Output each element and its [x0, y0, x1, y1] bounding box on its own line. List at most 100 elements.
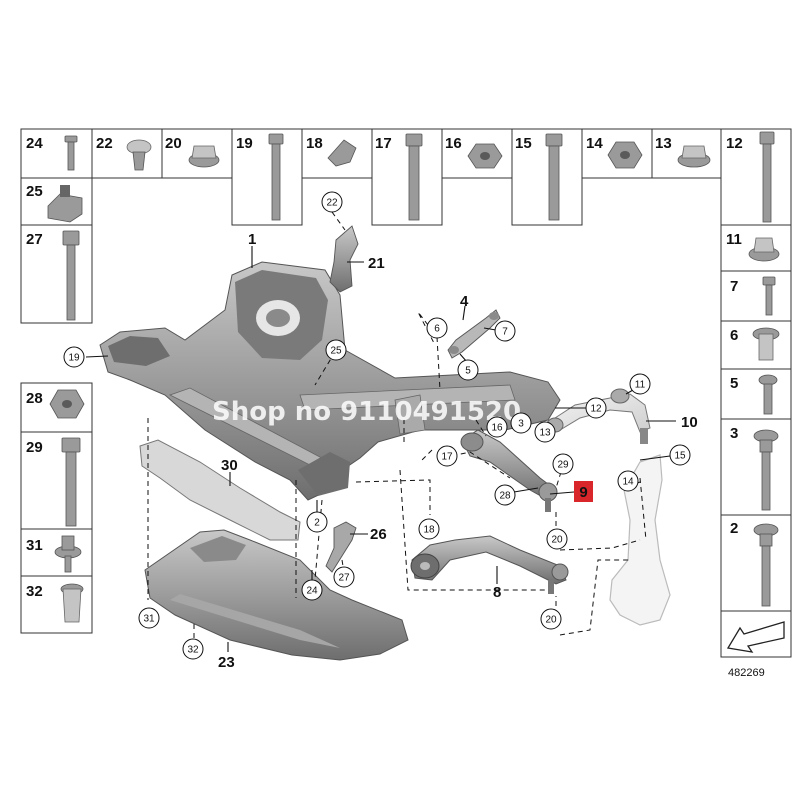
callout-circle	[540, 608, 562, 630]
callout-29: 29	[557, 460, 569, 471]
callout-circle	[321, 191, 343, 213]
strut-bushing	[489, 312, 499, 320]
callout-7: 7	[502, 327, 508, 338]
hardware-box-24: 24	[20, 128, 93, 179]
callout-circle	[333, 566, 355, 588]
reference-number: 482269	[728, 667, 765, 679]
callout-circle	[63, 346, 85, 368]
hardware-box-label: 16	[445, 135, 462, 152]
hardware-box-13: 13	[651, 128, 722, 179]
underbody-shield	[144, 529, 409, 661]
callout-11: 11	[635, 380, 646, 391]
callout-6: 6	[434, 324, 440, 335]
callout-circle	[494, 320, 516, 342]
hardware-box-19: 19	[231, 128, 303, 226]
heat-shield	[139, 439, 301, 541]
hardware-box-3: 3	[720, 418, 792, 516]
callout-22: 22	[326, 198, 338, 209]
callout-circle	[552, 453, 574, 475]
hardware-box-label: 13	[655, 135, 672, 152]
hex-nut-icon	[607, 141, 643, 169]
washer-bolt-icon	[54, 535, 82, 573]
tension-strut	[460, 429, 558, 512]
hardware-box-32: 32	[20, 575, 93, 634]
callout-circle	[585, 397, 607, 419]
callout-30: 30	[221, 457, 238, 474]
hardware-box-11: 11	[720, 224, 792, 272]
callout-circle	[669, 444, 691, 466]
hardware-box-label: 7	[730, 278, 738, 295]
callout-circle	[457, 359, 479, 381]
hardware-box-17: 17	[371, 128, 443, 226]
callout-25: 25	[330, 346, 342, 357]
long-bolt-icon	[753, 429, 779, 511]
hardware-box-label: 20	[165, 135, 182, 152]
callout-3: 3	[518, 419, 524, 430]
hardware-box-18: 18	[301, 128, 373, 179]
hardware-box-label: 14	[586, 135, 603, 152]
hardware-box-27: 27	[20, 224, 93, 324]
callout-26: 26	[370, 526, 387, 543]
callout-1: 1	[248, 231, 256, 248]
callout-circle	[436, 445, 458, 467]
cage-nut-icon	[47, 185, 83, 223]
hardware-box-label: 31	[26, 537, 43, 554]
hardware-box-28: 28	[20, 382, 93, 433]
sleeve-nut-icon	[60, 583, 84, 623]
long-bolt-icon	[405, 133, 423, 221]
callout-circle	[486, 416, 508, 438]
hardware-box-label: 5	[730, 375, 738, 392]
callout-circle	[426, 317, 448, 339]
push-clip-icon	[126, 139, 152, 171]
callout-24: 24	[306, 586, 318, 597]
hardware-box-label: 18	[306, 135, 323, 152]
callout-23: 23	[218, 654, 235, 671]
callout-circle	[418, 518, 440, 540]
long-bolt-icon	[753, 523, 779, 607]
bracket-21	[329, 225, 359, 293]
callout-circle	[629, 373, 651, 395]
flange-nut-icon	[188, 145, 220, 168]
bolt-icon	[758, 374, 778, 415]
hardware-box-31: 31	[20, 528, 93, 577]
hardware-box-22: 22	[91, 128, 163, 179]
hardware-box-label: 25	[26, 183, 43, 200]
highlight-box	[574, 481, 593, 502]
hex-nut-icon	[467, 143, 503, 169]
hardware-box-16: 16	[441, 128, 513, 179]
hardware-box-label: 29	[26, 439, 43, 456]
callout-16: 16	[491, 423, 503, 434]
long-bolt-icon	[62, 230, 80, 321]
strut-4	[447, 309, 501, 359]
callout-31: 31	[143, 614, 155, 625]
callout-32: 32	[187, 645, 199, 656]
flange-nut-icon	[677, 145, 711, 168]
callout-circle	[325, 339, 347, 361]
hardware-box-5: 5	[720, 368, 792, 420]
long-bolt-icon	[61, 437, 81, 527]
callout-circle	[301, 579, 323, 601]
orientation-box	[720, 610, 792, 658]
hardware-box-label: 11	[726, 231, 742, 248]
hardware-box-29: 29	[20, 431, 93, 530]
callout-21: 21	[368, 255, 385, 272]
strut-bushing	[449, 346, 459, 354]
hardware-box-12: 12	[720, 128, 792, 226]
callout-circle	[182, 638, 204, 660]
callout-9: 9	[579, 484, 587, 501]
callout-circle	[138, 607, 160, 629]
dashed-leaders	[147, 211, 647, 640]
subframe	[99, 261, 561, 501]
hardware-box-label: 15	[515, 135, 532, 152]
upper-control-arm	[546, 388, 651, 444]
callout-20: 20	[545, 615, 557, 626]
hardware-box-label: 17	[375, 135, 392, 152]
hardware-box-label: 2	[730, 520, 738, 537]
callout-circle	[494, 484, 516, 506]
callout-circle	[617, 470, 639, 492]
hardware-box-label: 22	[96, 135, 113, 152]
hex-nut-icon	[49, 389, 85, 419]
callout-19: 19	[68, 353, 80, 364]
callout-18: 18	[423, 525, 435, 536]
